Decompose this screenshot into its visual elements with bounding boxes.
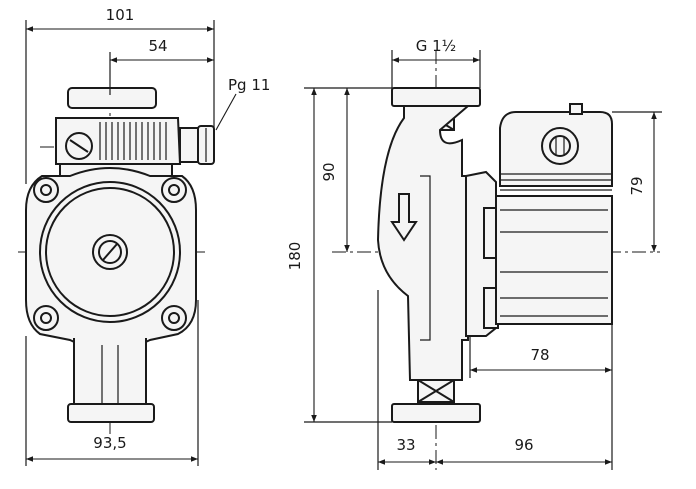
dim-base-width: 93,5 — [93, 434, 126, 452]
side-view: G 1½ 180 90 79 78 33 96 — [286, 37, 662, 470]
pump-body-side — [376, 105, 471, 381]
terminal-box-tab — [569, 103, 583, 115]
dim-overall-width: 101 — [106, 6, 135, 24]
bottom-flange — [67, 403, 155, 423]
side-cable-gland — [549, 135, 571, 157]
dim-total-height: 180 — [286, 242, 304, 271]
motor-fins — [500, 209, 608, 317]
outlet-neck — [73, 338, 147, 406]
dim-motor-length: 78 — [530, 346, 549, 364]
cable-gland-body — [179, 127, 199, 163]
terminal-box-ribs — [99, 122, 167, 160]
dim-thread: G 1½ — [416, 37, 456, 55]
bottom-flange-side — [391, 403, 481, 423]
motor-body — [495, 195, 613, 325]
side-terminal-ribs — [500, 173, 612, 191]
housing-ring-outer — [39, 181, 181, 323]
dim-rear-length: 96 — [514, 436, 533, 454]
dim-center-height: 90 — [320, 162, 338, 181]
dim-box-height: 79 — [628, 176, 646, 195]
terminal-screw-slot — [69, 139, 89, 153]
flow-direction-arrow — [390, 193, 418, 242]
housing-bolts — [33, 177, 187, 331]
dim-cable-gland: Pg 11 — [228, 76, 270, 94]
body-inner-line — [420, 175, 431, 341]
top-flange — [391, 87, 481, 107]
flange-gasket-bottom — [417, 379, 455, 403]
front-view: 101 54 Pg 11 93,5 — [18, 6, 270, 466]
pg11-leader-line — [215, 93, 237, 131]
dim-cable-offset: 54 — [148, 37, 167, 55]
dim-front-offset: 33 — [396, 436, 415, 454]
vent-screw-slot — [102, 243, 118, 261]
terminal-cover-cap — [67, 87, 157, 109]
